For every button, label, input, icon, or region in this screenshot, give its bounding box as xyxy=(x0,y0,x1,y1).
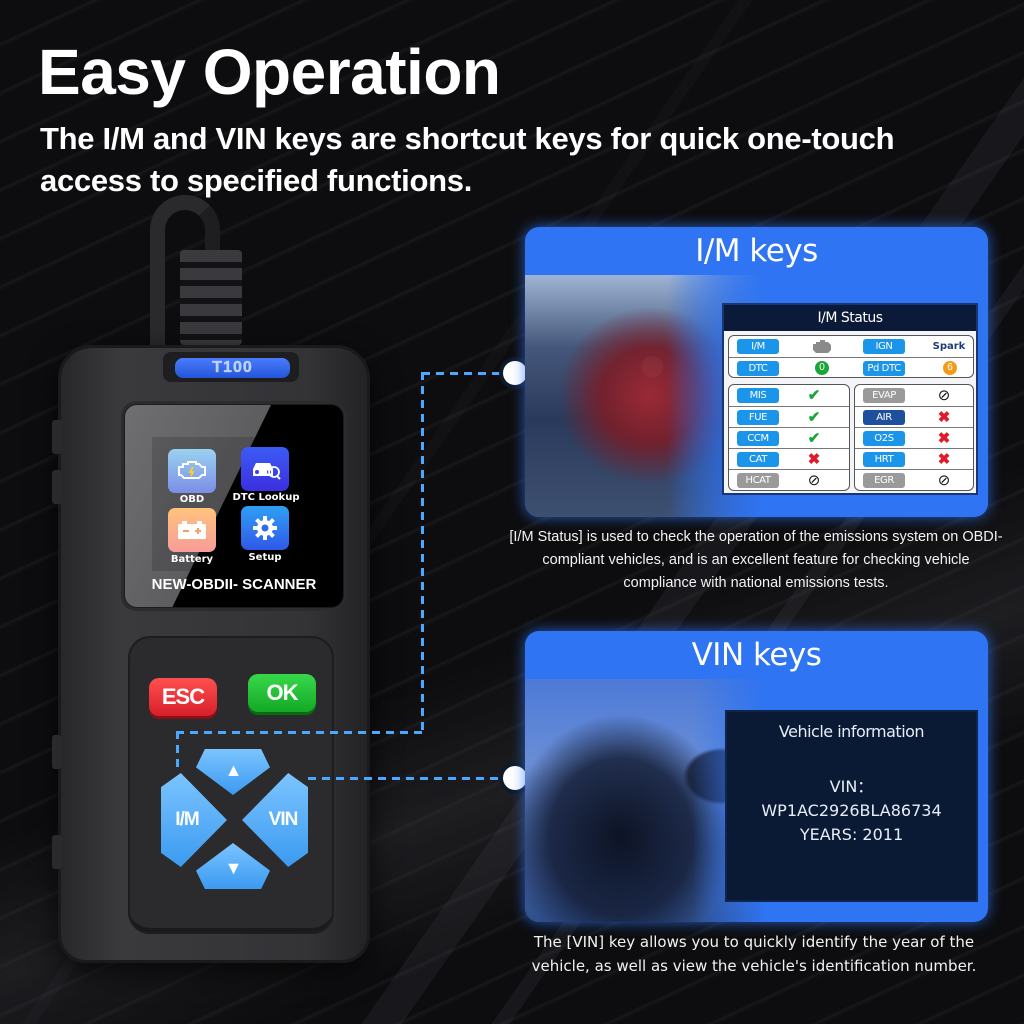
ign-value: Spark xyxy=(932,341,966,352)
side-grip xyxy=(52,835,62,869)
gear-icon xyxy=(253,516,277,540)
monitor-chip: EVAP xyxy=(863,388,905,403)
not-supported-icon: ⊘ xyxy=(937,387,951,404)
not-supported-icon: ⊘ xyxy=(807,472,821,489)
engine-icon xyxy=(178,461,206,479)
status-chip-im: I/M xyxy=(737,339,779,354)
cross-icon: ✖ xyxy=(937,409,951,426)
monitor-chip: CCM xyxy=(737,431,779,446)
status-chip-ign: IGN xyxy=(863,339,905,354)
monitor-chip: AIR xyxy=(863,410,905,425)
im-keys-title: I/M keys xyxy=(695,233,818,269)
monitor-chip: EGR xyxy=(863,473,905,488)
cross-icon: ✖ xyxy=(937,430,951,447)
cross-icon: ✖ xyxy=(807,451,821,468)
side-grip xyxy=(52,735,62,769)
vehicle-info-title: Vehicle information xyxy=(778,722,925,741)
im-status-title: I/M Status xyxy=(724,305,976,331)
vin-value: WP1AC2926BLA86734 xyxy=(761,801,942,820)
monitor-row: HCAT ⊘ xyxy=(729,469,849,490)
app-tile-dtc-lookup[interactable] xyxy=(241,447,289,491)
vehicle-info-card: Vehicle information VIN： WP1AC2926BLA867… xyxy=(725,710,978,902)
arrow-up-icon: ▲ xyxy=(224,759,243,780)
monitor-group-left: MIS ✔ FUE ✔ CCM ✔ CAT ✖ HCAT ⊘ xyxy=(728,384,850,491)
app-tile-obd[interactable] xyxy=(168,449,216,493)
side-grip xyxy=(52,420,62,454)
device-screen xyxy=(125,405,343,607)
status-row: DTC 0 Pd DTC 6 xyxy=(729,357,973,378)
app-label-setup: Setup xyxy=(248,552,282,563)
battery-icon xyxy=(178,521,206,539)
dtc-count-badge: 0 xyxy=(815,361,829,375)
monitor-row: O2S ✖ xyxy=(855,427,973,448)
monitor-row: EGR ⊘ xyxy=(855,469,973,490)
monitor-group-right: EVAP ⊘ AIR ✖ O2S ✖ HRT ✖ EGR ⊘ xyxy=(854,384,974,491)
monitor-chip: MIS xyxy=(737,388,779,403)
monitor-row: MIS ✔ xyxy=(729,385,849,406)
car-search-icon xyxy=(253,463,281,480)
app-label-battery: Battery xyxy=(170,554,214,565)
monitor-chip: O2S xyxy=(863,431,905,446)
monitor-row: EVAP ⊘ xyxy=(855,385,973,406)
monitor-chip: HCAT xyxy=(737,473,779,488)
status-row: I/M IGN Spark xyxy=(729,336,973,357)
pd-dtc-count-badge: 6 xyxy=(943,361,957,375)
vin-keys-panel: VIN keys Vehicle information VIN： WP1AC2… xyxy=(525,631,988,922)
monitor-row: HRT ✖ xyxy=(855,448,973,469)
cable-strain-relief xyxy=(180,250,242,345)
im-keys-panel: I/M keys I/M Status I/M IGN Spark DTC 0 xyxy=(525,227,988,517)
monitor-row: CAT ✖ xyxy=(729,448,849,469)
arrow-down-icon: ▼ xyxy=(224,857,243,878)
vin-caption: The [VIN] key allows you to quickly iden… xyxy=(531,933,977,975)
monitor-row: AIR ✖ xyxy=(855,406,973,427)
app-tile-setup[interactable] xyxy=(241,506,289,550)
side-grip xyxy=(52,470,62,504)
engine-icon xyxy=(813,340,831,353)
app-label-dtc-lookup: DTC Lookup xyxy=(232,492,300,503)
not-supported-icon: ⊘ xyxy=(937,472,951,489)
monitor-row: FUE ✔ xyxy=(729,406,849,427)
check-icon: ✔ xyxy=(807,387,821,404)
model-badge: T100 xyxy=(175,358,290,378)
monitor-chip: HRT xyxy=(863,452,905,467)
cross-icon: ✖ xyxy=(937,451,951,468)
monitor-chip: FUE xyxy=(737,410,779,425)
vin-keys-title: VIN keys xyxy=(691,637,822,673)
year-value: YEARS: 2011 xyxy=(799,825,904,844)
monitor-chip: CAT xyxy=(737,452,779,467)
status-chip-pd-dtc: Pd DTC xyxy=(863,361,905,376)
vin-label: VIN： xyxy=(829,777,874,796)
page-subtitle: The I/M and VIN keys are shortcut keys f… xyxy=(40,121,895,198)
vin-button-label: VIN xyxy=(268,809,299,830)
status-chip-dtc: DTC xyxy=(737,361,779,376)
screen-brand-text: NEW-OBDII- SCANNER xyxy=(151,576,317,593)
check-icon: ✔ xyxy=(807,430,821,447)
im-status-card: I/M Status I/M IGN Spark DTC 0 Pd DTC 6 xyxy=(722,303,978,495)
vin-connector-dot xyxy=(503,766,527,790)
app-label-obd: OBD xyxy=(179,494,205,505)
check-icon: ✔ xyxy=(807,409,821,426)
status-summary-group: I/M IGN Spark DTC 0 Pd DTC 6 xyxy=(728,335,974,378)
im-caption: [I/M Status] is used to check the operat… xyxy=(509,529,1003,591)
monitor-row: CCM ✔ xyxy=(729,427,849,448)
im-connector-dot xyxy=(503,361,527,385)
esc-button[interactable]: ESC xyxy=(149,678,217,716)
im-button-label: I/M xyxy=(175,809,199,830)
page-title: Easy Operation xyxy=(38,36,501,108)
app-tile-battery[interactable] xyxy=(168,508,216,552)
ok-button[interactable]: OK xyxy=(248,674,316,712)
